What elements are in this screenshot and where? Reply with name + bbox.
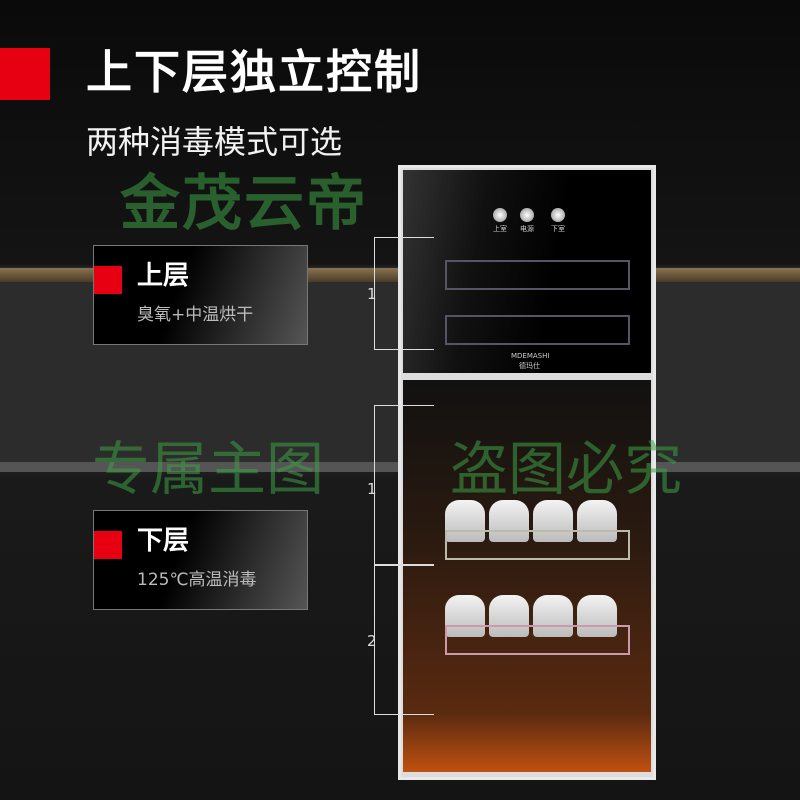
upper-bracket-number: 1 — [367, 285, 377, 303]
knob-label: 下室 — [551, 225, 565, 233]
upper-rack — [445, 260, 630, 290]
knob-upper — [493, 208, 507, 222]
lower-layer-label: 下层 125℃高温消毒 — [93, 510, 308, 610]
lower-bracket-2 — [374, 565, 434, 715]
upper-layer-label: 上层 臭氧+中温烘干 — [93, 245, 308, 345]
cup — [577, 595, 617, 637]
upper-desc: 臭氧+中温烘干 — [137, 305, 254, 325]
lower-bracket-number-1: 1 — [367, 480, 377, 498]
lower-bracket-number-2: 2 — [367, 632, 377, 650]
cup — [489, 595, 529, 637]
cup — [445, 595, 485, 637]
cup — [533, 500, 573, 542]
upper-rack-2 — [445, 315, 630, 345]
knob-label: 电源 — [520, 225, 534, 233]
brand-logo-cn: 德玛仕 — [519, 362, 540, 370]
knob-lower — [551, 208, 565, 222]
lower-desc: 125℃高温消毒 — [137, 570, 257, 590]
lower-door — [403, 380, 651, 772]
upper-door: 上室 电源 下室 MDEMASHI 德玛仕 — [403, 170, 651, 373]
title-accent-square — [0, 48, 50, 100]
upper-bracket — [374, 237, 434, 350]
upper-heading: 上层 — [137, 261, 190, 291]
cup — [533, 595, 573, 637]
page-title: 上下层独立控制 — [86, 45, 422, 99]
knob-power — [520, 208, 534, 222]
cup — [489, 500, 529, 542]
lower-rack-2 — [445, 625, 630, 655]
page-subtitle: 两种消毒模式可选 — [86, 123, 343, 161]
lower-rack — [445, 530, 630, 560]
lower-bracket-1 — [374, 405, 434, 565]
lower-heading: 下层 — [137, 526, 190, 556]
accent-square — [94, 266, 122, 294]
knob-label: 上室 — [493, 225, 507, 233]
accent-square — [94, 531, 122, 559]
disinfection-cabinet: 上室 电源 下室 MDEMASHI 德玛仕 — [398, 165, 656, 780]
cup — [445, 500, 485, 542]
brand-logo: MDEMASHI — [511, 352, 550, 360]
cup — [577, 500, 617, 542]
